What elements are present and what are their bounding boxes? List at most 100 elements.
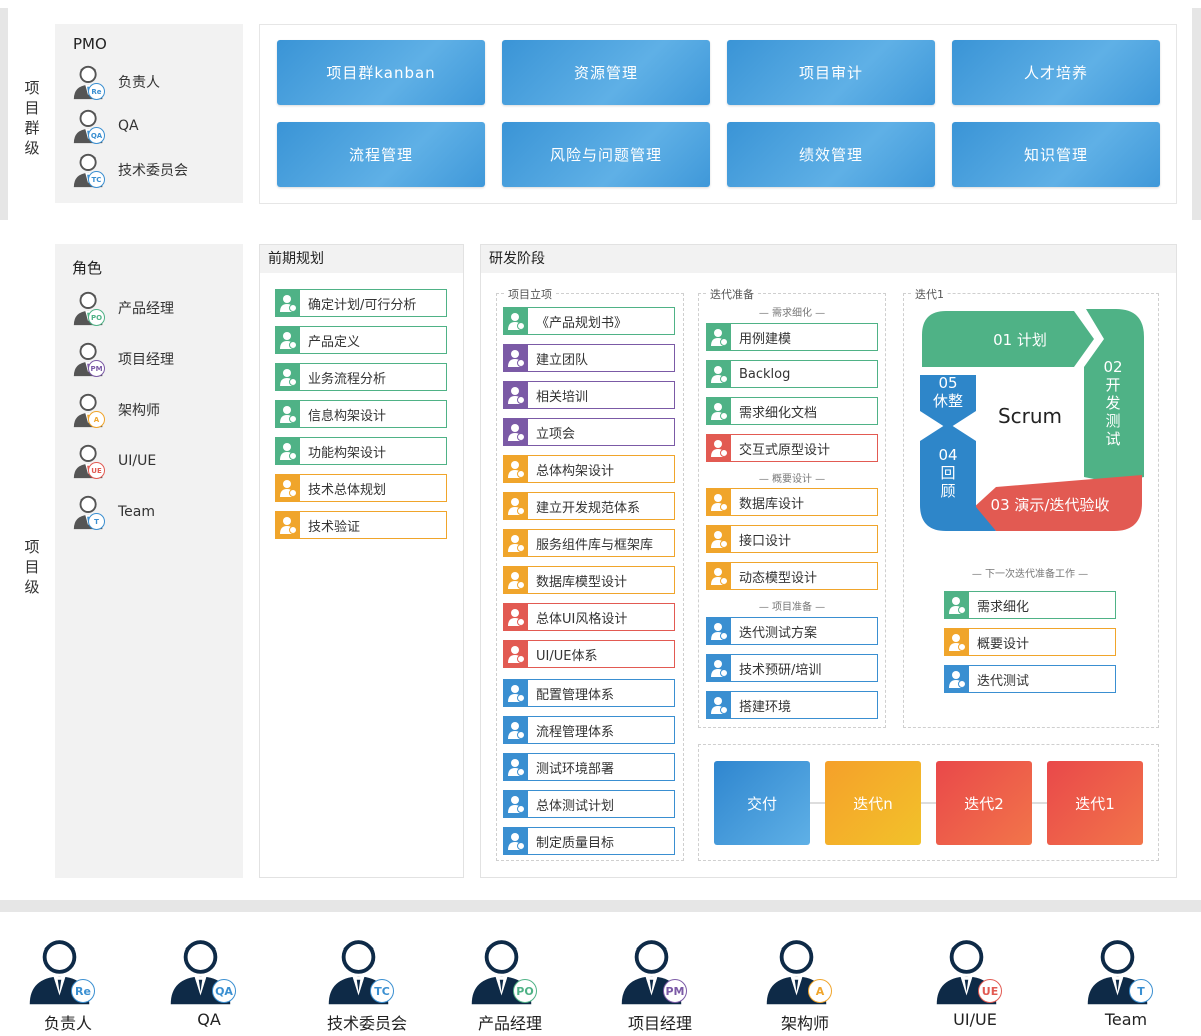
- task-label: 《产品规划书》: [536, 315, 628, 331]
- person-icon: A: [765, 936, 845, 1006]
- role-badge: QA: [88, 127, 105, 144]
- kickoff-group: [496, 293, 684, 861]
- person-icon: [504, 419, 528, 445]
- person-icon: [707, 435, 731, 461]
- person-icon: PM: [620, 936, 700, 1006]
- program-module-1-0[interactable]: 流程管理: [277, 122, 485, 187]
- legend-separator: [0, 900, 1201, 912]
- planning-item-6: 技术验证: [275, 511, 447, 539]
- kickoff-item-8: 总体UI风格设计: [503, 603, 675, 631]
- role-badge: T: [88, 513, 105, 530]
- legend-role-4: PM 项目经理: [595, 936, 725, 1034]
- person-icon: Re: [70, 63, 110, 101]
- pmo-role-0: Re 负责人: [70, 63, 160, 101]
- legend-role-2: TC 技术委员会: [302, 936, 432, 1034]
- program-module-0-1[interactable]: 资源管理: [502, 40, 710, 105]
- kickoff-item-4: 总体构架设计: [503, 455, 675, 483]
- next-iteration-item-0: 需求细化: [944, 591, 1116, 619]
- person-icon: [504, 791, 528, 817]
- program-module-0-0[interactable]: 项目群kanban: [277, 40, 485, 105]
- role-badge: TC: [370, 979, 394, 1003]
- task-label: 相关培训: [536, 389, 589, 405]
- task-label: 概要设计: [977, 636, 1030, 652]
- task-label: 产品定义: [308, 334, 361, 350]
- scrum-plan-label: 01 计划: [993, 331, 1047, 349]
- kickoff-item-14: 制定质量目标: [503, 827, 675, 855]
- person-icon: [945, 592, 969, 618]
- person-icon: PM: [70, 340, 110, 378]
- prep-requirements-item-3: 交互式原型设计: [706, 434, 878, 462]
- program-module-1-2[interactable]: 绩效管理: [727, 122, 935, 187]
- person-icon: [945, 629, 969, 655]
- legend-role-label: 负责人: [43, 1014, 92, 1033]
- prep-requirements-item-0: 用例建模: [706, 323, 878, 351]
- iteration1-title: 迭代1: [912, 286, 947, 302]
- task-label: 技术预研/培训: [739, 662, 822, 678]
- legend-role-label: 产品经理: [477, 1014, 542, 1033]
- task-label: 数据库模型设计: [536, 574, 628, 590]
- prep-subtitle-requirements: — 需求细化 —: [758, 308, 826, 319]
- task-label: 技术总体规划: [308, 482, 387, 498]
- task-label: 建立开发规范体系: [536, 500, 641, 516]
- person-icon: QA: [169, 936, 249, 1006]
- person-icon: Re: [28, 936, 108, 1006]
- role-label: 技术委员会: [118, 163, 188, 179]
- role-label: QA: [118, 118, 139, 134]
- person-icon: T: [1086, 936, 1166, 1006]
- person-icon: [707, 398, 731, 424]
- person-icon: [707, 563, 731, 589]
- person-icon: QA: [70, 107, 110, 145]
- person-icon: [707, 618, 731, 644]
- scrum-dev-test-segment: [1084, 309, 1144, 483]
- person-icon: [707, 655, 731, 681]
- program-module-1-1[interactable]: 风险与问题管理: [502, 122, 710, 187]
- program-module-0-2[interactable]: 项目审计: [727, 40, 935, 105]
- task-label: 信息构架设计: [308, 408, 387, 424]
- next-iteration-title: — 下一次迭代准备工作 —: [971, 569, 1089, 580]
- task-label: 功能构架设计: [308, 445, 387, 461]
- role-badge: UE: [978, 979, 1002, 1003]
- program-module-1-3[interactable]: 知识管理: [952, 122, 1160, 187]
- person-icon: [276, 364, 300, 390]
- kickoff-item-11: 流程管理体系: [503, 716, 675, 744]
- role-label: 架构师: [118, 403, 160, 419]
- prep-project-item-0: 迭代测试方案: [706, 617, 878, 645]
- legend-role-6: UE UI/UE: [910, 936, 1040, 1029]
- prep-subtitle-outline: — 概要设计 —: [758, 474, 826, 485]
- role-badge: A: [808, 979, 832, 1003]
- person-icon: UE: [935, 936, 1015, 1006]
- kickoff-item-10: 配置管理体系: [503, 679, 675, 707]
- task-label: 立项会: [536, 426, 576, 442]
- kickoff-item-1: 建立团队: [503, 344, 675, 372]
- task-label: 需求细化文档: [739, 405, 818, 421]
- person-icon: [276, 327, 300, 353]
- role-label: Team: [118, 504, 156, 520]
- task-label: UI/UE体系: [536, 648, 598, 664]
- kickoff-item-3: 立项会: [503, 418, 675, 446]
- person-icon: [504, 680, 528, 706]
- role-label: UI/UE: [118, 453, 157, 469]
- next-iteration-item-2: 迭代测试: [944, 665, 1116, 693]
- role-badge: PO: [513, 979, 537, 1003]
- task-label: 搭建环境: [739, 699, 792, 715]
- role-badge: Re: [71, 979, 95, 1003]
- prep-group: [698, 293, 886, 728]
- person-icon: [504, 828, 528, 854]
- task-label: 迭代测试: [977, 673, 1030, 689]
- planning-item-3: 信息构架设计: [275, 400, 447, 428]
- prep-requirements-item-1: Backlog: [706, 360, 878, 388]
- person-icon: [504, 345, 528, 371]
- prep-title: 迭代准备: [707, 286, 757, 302]
- planning-title: 前期规划: [260, 245, 463, 273]
- role-label: 负责人: [118, 75, 160, 91]
- legend-role-label: UI/UE: [953, 1010, 997, 1029]
- role-badge: PM: [88, 360, 105, 377]
- person-icon: [504, 493, 528, 519]
- legend-role-label: Team: [1104, 1010, 1148, 1029]
- program-module-0-3[interactable]: 人才培养: [952, 40, 1160, 105]
